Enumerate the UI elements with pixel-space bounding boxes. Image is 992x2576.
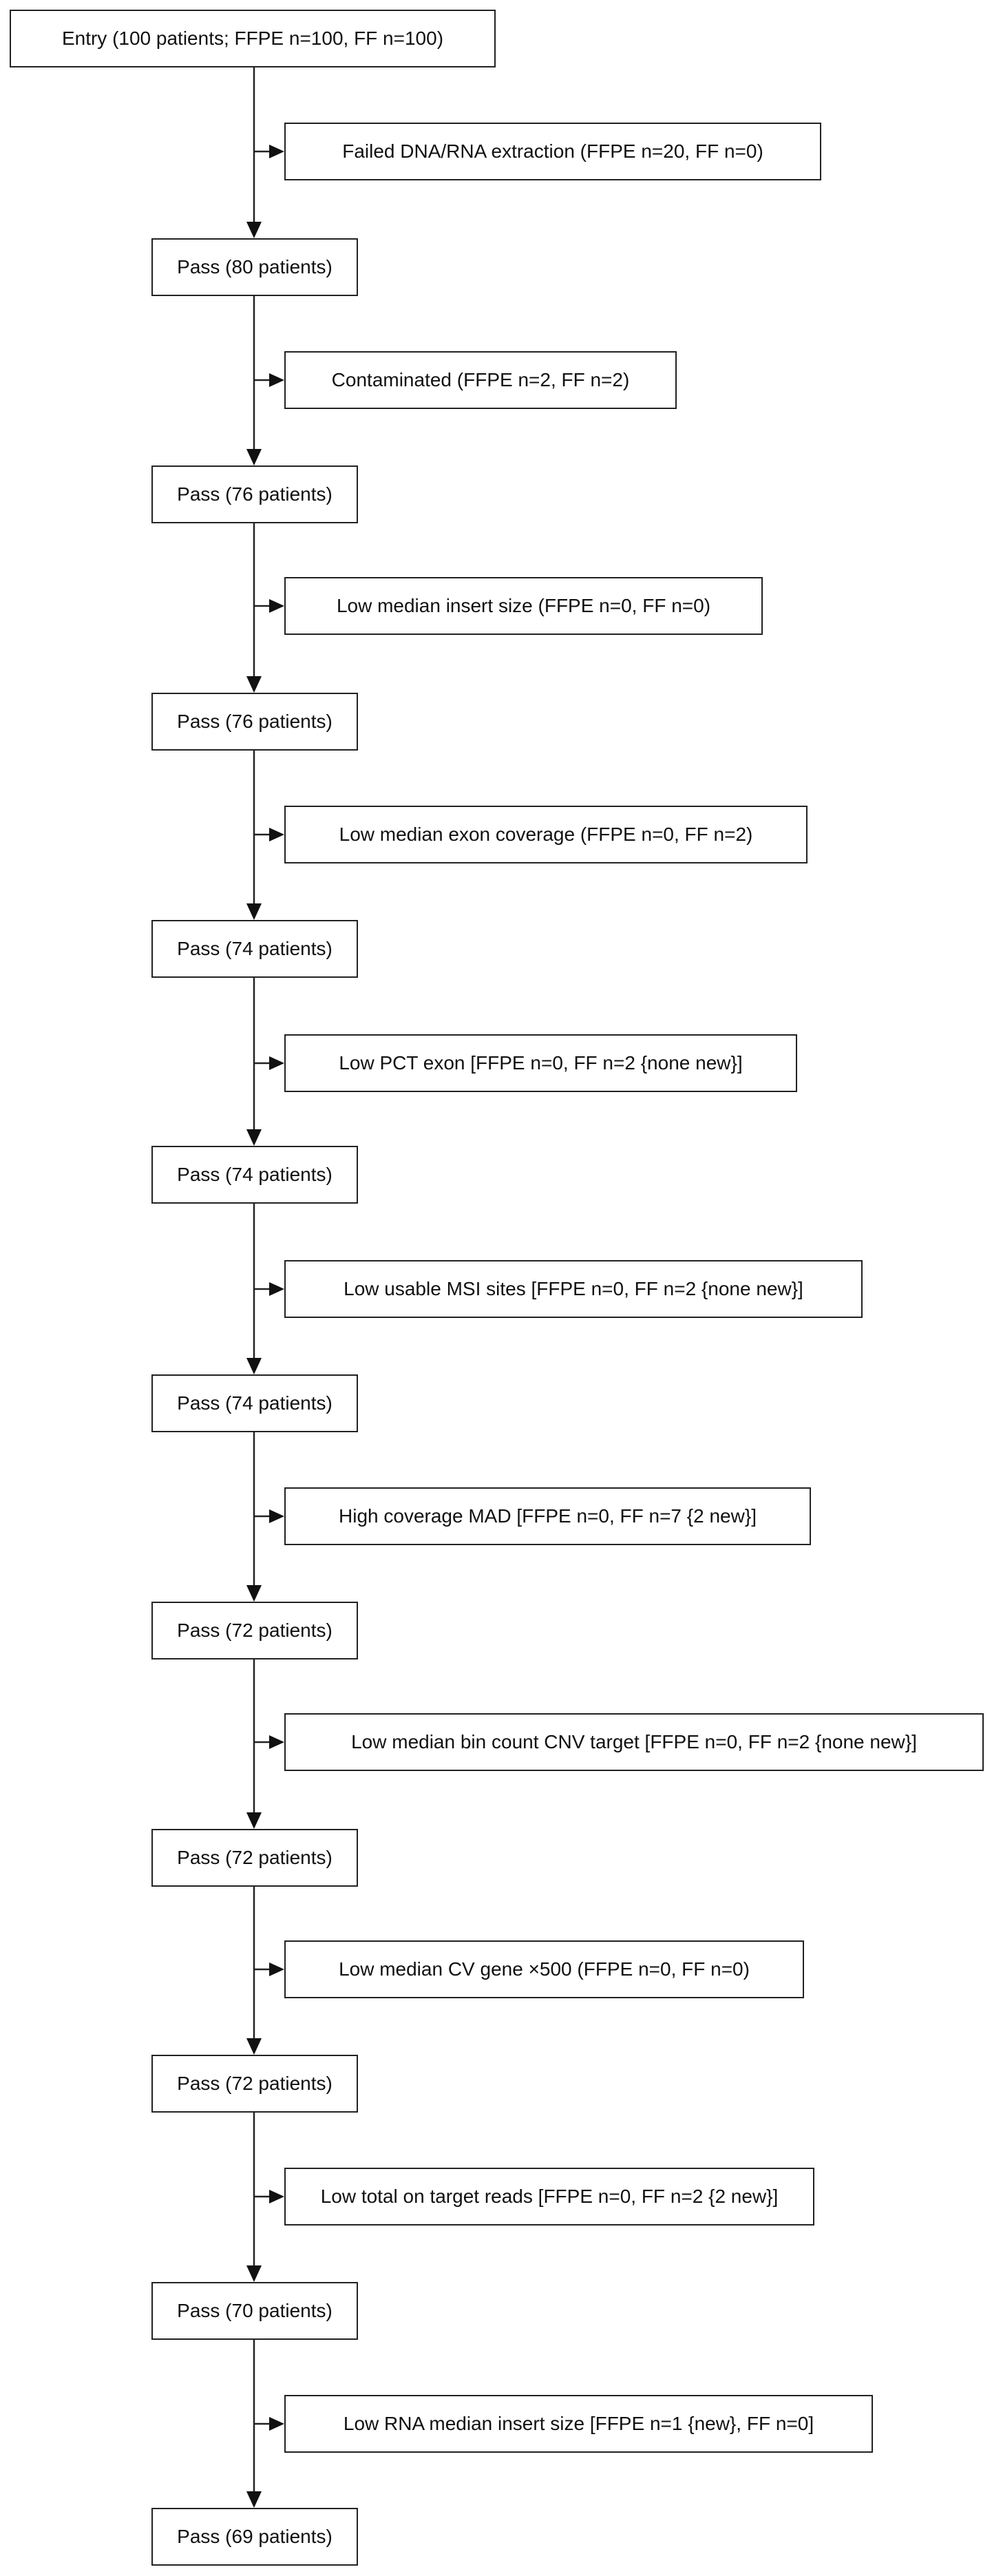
pass-box-4: Pass (74 patients) [151,920,358,978]
exclusion-box-5: Low PCT exon [FFPE n=0, FF n=2 {none new… [284,1034,797,1092]
exclusion-box-10: Low total on target reads [FFPE n=0, FF … [284,2168,814,2226]
entry-box: Entry (100 patients; FFPE n=100, FF n=10… [10,10,496,67]
down-arrow-head-6 [246,1358,262,1374]
pass-box-10: Pass (70 patients) [151,2282,358,2340]
side-arrow-head-4 [269,828,284,841]
pass-box-1: Pass (80 patients) [151,238,358,296]
exclusion-box-11: Low RNA median insert size [FFPE n=1 {ne… [284,2395,873,2453]
down-arrow-head-2 [246,449,262,465]
pass-box-6: Pass (74 patients) [151,1374,358,1432]
side-arrow-head-7 [269,1509,284,1523]
side-arrow-head-9 [269,1962,284,1976]
side-arrow-head-2 [269,373,284,387]
pass-box-2: Pass (76 patients) [151,465,358,523]
side-arrow-head-1 [269,145,284,158]
exclusion-box-7: High coverage MAD [FFPE n=0, FF n=7 {2 n… [284,1487,811,1545]
down-arrow-head-1 [246,222,262,238]
side-arrow-head-10 [269,2190,284,2203]
exclusion-box-2: Contaminated (FFPE n=2, FF n=2) [284,351,677,409]
exclusion-box-1: Failed DNA/RNA extraction (FFPE n=20, FF… [284,123,821,180]
pass-box-3: Pass (76 patients) [151,693,358,751]
exclusion-box-4: Low median exon coverage (FFPE n=0, FF n… [284,806,808,863]
exclusion-box-3: Low median insert size (FFPE n=0, FF n=0… [284,577,763,635]
down-arrow-head-5 [246,1129,262,1146]
down-arrow-head-7 [246,1585,262,1602]
down-arrow-head-8 [246,1812,262,1829]
down-arrow-head-10 [246,2265,262,2282]
side-arrow-head-11 [269,2417,284,2431]
side-arrow-head-6 [269,1282,284,1296]
down-arrow-head-9 [246,2038,262,2055]
exclusion-box-8: Low median bin count CNV target [FFPE n=… [284,1713,984,1771]
pass-box-9: Pass (72 patients) [151,2055,358,2113]
pass-box-11: Pass (69 patients) [151,2508,358,2566]
pass-box-8: Pass (72 patients) [151,1829,358,1887]
exclusion-box-6: Low usable MSI sites [FFPE n=0, FF n=2 {… [284,1260,863,1318]
exclusion-box-9: Low median CV gene ×500 (FFPE n=0, FF n=… [284,1940,804,1998]
pass-box-5: Pass (74 patients) [151,1146,358,1204]
side-arrow-head-8 [269,1735,284,1749]
down-arrow-head-11 [246,2491,262,2508]
pass-box-7: Pass (72 patients) [151,1602,358,1659]
down-arrow-head-4 [246,903,262,920]
side-arrow-head-3 [269,599,284,613]
side-arrow-head-5 [269,1056,284,1070]
down-arrow-head-3 [246,676,262,693]
